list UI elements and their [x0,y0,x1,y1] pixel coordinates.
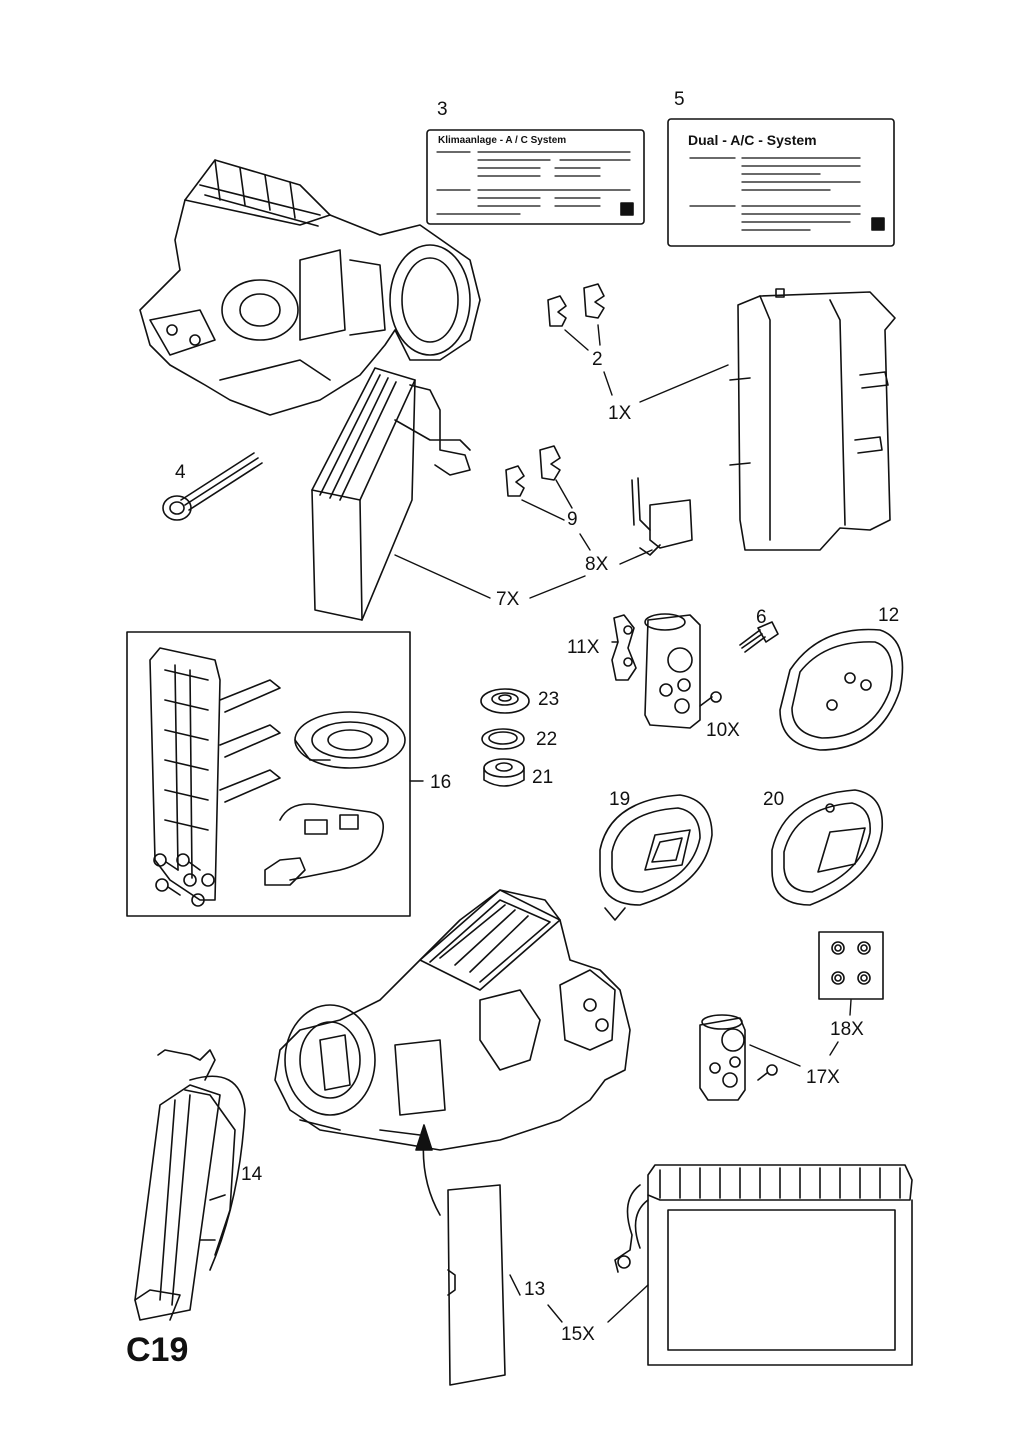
callout-12: 12 [878,605,900,626]
page-code: C19 [126,1331,189,1369]
screw-6 [739,621,779,653]
seal-12 [779,628,904,751]
seal-23 [480,688,530,714]
callout-1x: 1X [608,403,632,424]
seal-kit-18x [818,931,884,1000]
callout-7x: 7X [496,589,520,610]
callout-11x: 11X [567,637,600,658]
callout-6: 6 [756,607,767,628]
leader-lines [394,324,852,1323]
decal-5-dual-ac-system-label [667,118,895,247]
kit-16-box [126,631,411,917]
evaporator-cover-1x [729,288,896,551]
decal-5-title: Dual - A/C - System [688,132,817,148]
callout-23: 23 [538,689,560,710]
callout-22: 22 [536,729,558,750]
expansion-valve-17x [699,1014,778,1101]
callout-17x: 17X [806,1067,840,1088]
callout-5: 5 [674,89,685,110]
temperature-sensor-8x [631,477,693,556]
heater-housing-lower [274,889,631,1151]
decal-3-title: Klimaanlage - A / C System [438,135,567,146]
seal-19 [599,794,713,921]
seal-22 [481,728,525,750]
clips-9 [505,445,561,497]
callout-10x: 10X [706,720,740,741]
callout-14: 14 [241,1164,263,1185]
callout-19: 19 [609,789,631,810]
install-arrow [415,1124,441,1216]
callout-16: 16 [430,772,452,793]
callout-8x: 8X [585,554,609,575]
clips-2 [547,283,605,327]
evaporator-15x [614,1164,913,1366]
screw-10x [699,691,722,707]
bolt-4 [162,452,263,521]
callout-20: 20 [763,789,785,810]
callout-15x: 15X [561,1324,595,1345]
decal-3-ac-system-label [426,129,645,225]
callout-18x: 18X [830,1019,864,1040]
callout-4: 4 [175,462,186,483]
callout-21: 21 [532,767,554,788]
callout-9: 9 [567,509,578,530]
callout-13: 13 [524,1279,546,1300]
evaporator-core-7x [311,367,471,621]
seal-21 [483,758,525,787]
callout-2: 2 [592,349,603,370]
expansion-valve-11x [611,613,701,729]
heater-core-14 [134,1049,246,1321]
heater-housing-upper [139,159,481,416]
callout-3: 3 [437,99,448,120]
pollen-filter-13 [447,1184,506,1386]
seal-20 [771,789,884,906]
